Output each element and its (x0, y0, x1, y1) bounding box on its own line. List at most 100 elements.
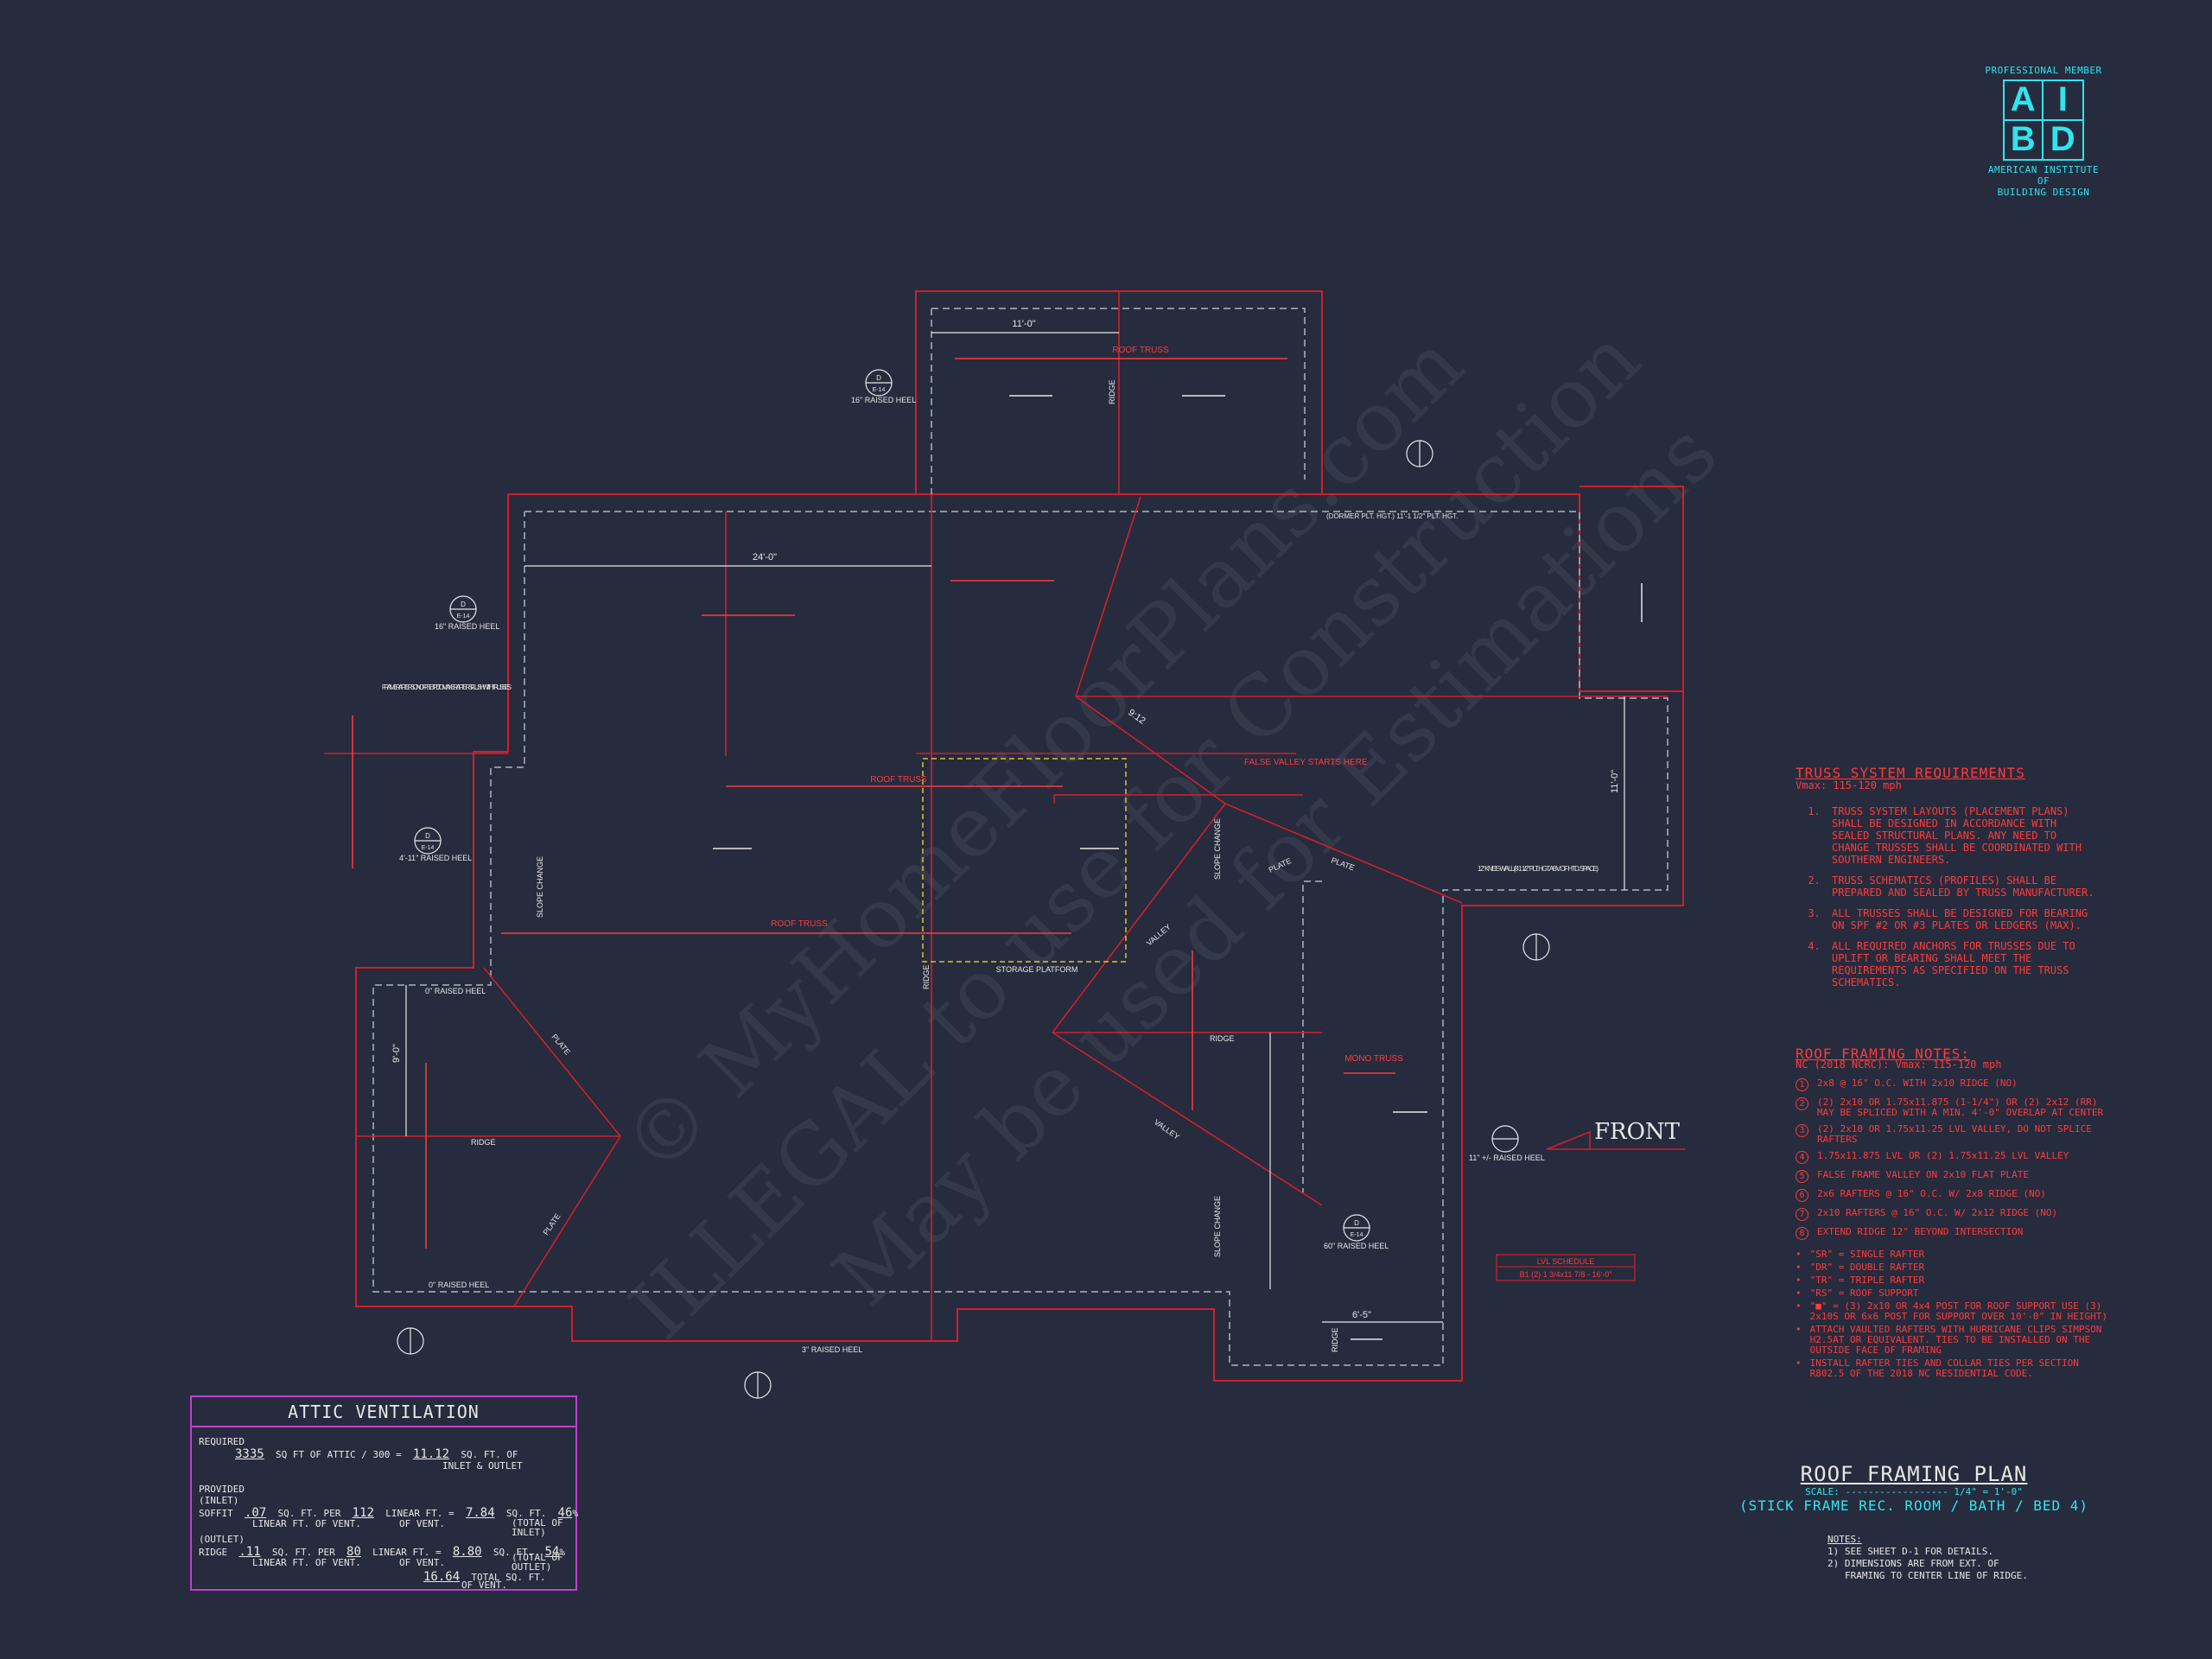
dimension-lines (405, 332, 1625, 1323)
frame-rafters-note: FRAME RAFTERS ON OFFSET PL. TO MAKE RAFT… (382, 683, 512, 691)
mono-truss-label: MONO TRUSS (1344, 1054, 1403, 1064)
drawing-title: ROOF FRAMING PLAN (1800, 1462, 2028, 1486)
slope-change-label-2: SLOPE CHANGE (1213, 818, 1222, 880)
front-label: FRONT (1594, 1119, 1681, 1145)
attic-outlet-label: (OUTLET) (199, 1534, 245, 1545)
framing-lines (372, 308, 1669, 1366)
dormer-plate-note: (DORMER PLT. HGT.) 11'-1 1/2" PLT. HGT. (1326, 512, 1458, 520)
raised-heel-label-1: 16" RAISED HEEL (851, 396, 916, 404)
roof-note-bullet: •"RS" = ROOF SUPPORT (1796, 1287, 1919, 1299)
detail-callouts (397, 369, 1550, 1399)
detail-ref-1: D (876, 374, 881, 382)
detail-ref-4: D (1354, 1219, 1359, 1227)
detail-ref-3b: E-14 (422, 845, 435, 851)
roof-note-item: 2(2) 2x10 OR 1.75x11.875 (1-1/4") OR (2)… (1796, 1097, 2115, 1118)
logo-bottom-3: BUILDING DESIGN (1997, 187, 2090, 198)
detail-ref-2b: E-14 (457, 613, 470, 620)
attic-ridge-row: RIDGE .11 SQ. FT. PER 80 LINEAR FT. = 8.… (199, 1545, 565, 1559)
roof-note-item: 3(2) 2x10 OR 1.75x11.25 LVL VALLEY, DO N… (1796, 1124, 2115, 1145)
title-note-2: 2) DIMENSIONS ARE FROM EXT. OF (1827, 1558, 1999, 1569)
roof-note-bullet: •"■" = (3) 2x10 OR 4x4 POST FOR ROOF SUP… (1796, 1300, 2107, 1322)
storage-platform (922, 758, 1127, 963)
attic-total-row: 16.64 TOTAL SQ. FT. (423, 1570, 546, 1584)
raised-heel-label-6: 60" RAISED HEEL (1324, 1242, 1389, 1250)
attic-required-suffix: INLET & OUTLET (442, 1460, 523, 1471)
logo-bottom-1: AMERICAN INSTITUTE (1987, 164, 2100, 175)
truss-arrows (352, 358, 1395, 1249)
attic-title: ATTIC VENTILATION (192, 1397, 575, 1427)
raised-heel-label-4: 0" RAISED HEEL (425, 987, 486, 995)
truss-req-item: TRUSS SYSTEM LAYOUTS (PLACEMENT PLANS) S… (1827, 805, 2098, 866)
attic-required-label: REQUIRED (199, 1436, 245, 1447)
roof-truss-label-1: ROOF TRUSS (1112, 346, 1169, 355)
logo-letter-b: B (2005, 121, 2044, 159)
raised-heel-label-8: 3" RAISED HEEL (802, 1345, 862, 1354)
title-note-1: 1) SEE SHEET D-1 FOR DETAILS. (1827, 1546, 1994, 1557)
lvl-schedule-row: B1 (2) 1 3/4x11 7/8 - 16'-0" (1520, 1270, 1612, 1279)
dim-right-vertical-label: 11'-0" (1610, 770, 1620, 793)
truss-req-item: ALL REQUIRED ANCHORS FOR TRUSSES DUE TO … (1827, 940, 2098, 988)
slope-change-label-3: SLOPE CHANGE (1213, 1196, 1222, 1257)
attic-total-sub: OF VENT. (461, 1580, 507, 1591)
roof-notes-subtitle: NC (2018 NCRC): Vmax: 115-120 mph (1796, 1058, 2002, 1071)
ridge-label-bottom: RIDGE (1331, 1327, 1339, 1352)
detail-ref-4b: E-14 (1351, 1232, 1363, 1238)
ridge-label-top: RIDGE (1108, 379, 1116, 404)
slope-change-label-1: SLOPE CHANGE (536, 856, 544, 918)
roof-note-bullet: •"TR" = TRIPLE RAFTER (1796, 1274, 1925, 1286)
plate-label-4: PLATE (541, 1212, 562, 1237)
lvl-schedule: LVL SCHEDULE B1 (2) 1 3/4x11 7/8 - 16'-0… (1496, 1254, 1636, 1281)
attic-soffit-sub3: (TOTAL OF INLET) (512, 1517, 563, 1538)
attic-inlet-label: (INLET) (199, 1495, 239, 1506)
structural-members (324, 291, 1668, 1341)
detail-ref-1b: E-14 (873, 387, 886, 393)
attic-ridge-sub3: (TOTAL OF OUTLET) (512, 1552, 563, 1573)
valley-label-2: VALLEY (1153, 1117, 1181, 1141)
logo-bottom-2: OF (2037, 175, 2050, 187)
roof-notes-title: ROOF FRAMING NOTES: (1796, 1046, 1971, 1062)
lvl-schedule-title: LVL SCHEDULE (1537, 1257, 1595, 1266)
roof-note-bullet: •"DR" = DOUBLE RAFTER (1796, 1262, 1925, 1273)
truss-req-item: TRUSS SCHEMATICS (PROFILES) SHALL BE PRE… (1827, 874, 2098, 899)
drawing-scale: SCALE: ------------------ 1/4" = 1'-0" (1805, 1486, 2023, 1497)
front-indicator: FRONT (1546, 1119, 1685, 1150)
attic-ventilation-table: ATTIC VENTILATION REQUIRED 3335 SQ FT OF… (190, 1395, 578, 1591)
ridge-label-right: RIDGE (1210, 1034, 1235, 1043)
truss-requirements: TRUSS SYSTEM REQUIREMENTS Vmax: 115-120 … (1796, 765, 2098, 997)
attic-soffit-sub1: LINEAR FT. OF VENT. (252, 1518, 361, 1529)
raised-heel-label-2: 16" RAISED HEEL (435, 622, 499, 631)
dim-left-label: 24'-0" (753, 552, 777, 563)
logo-letter-d: D (2050, 120, 2076, 158)
roof-note-bullet: •ATTACH VAULTED RAFTERS WITH HURRICANE C… (1796, 1324, 2102, 1356)
roof-note-bullet: •INSTALL RAFTER TIES AND COLLAR TIES PER… (1796, 1357, 2079, 1379)
ridge-label-left: RIDGE (471, 1138, 496, 1147)
attic-provided-label: PROVIDED (199, 1484, 245, 1495)
raised-heel-label-3: 4'-11" RAISED HEEL (399, 854, 472, 862)
attic-ridge-sub1: LINEAR FT. OF VENT. (252, 1557, 361, 1568)
roof-truss-label-2: ROOF TRUSS (870, 775, 927, 785)
truss-req-item: ALL TRUSSES SHALL BE DESIGNED FOR BEARIN… (1827, 907, 2098, 931)
detail-ref-3: D (425, 832, 430, 840)
roof-truss-label-3: ROOF TRUSS (771, 919, 828, 929)
ridge-label-center: RIDGE (922, 964, 931, 989)
roof-framing-notes: ROOF FRAMING NOTES: NC (2018 NCRC): Vmax… (1796, 1046, 2115, 1382)
drawing-subtitle: (STICK FRAME REC. ROOM / BATH / BED 4) (1738, 1497, 2089, 1514)
knee-wall-note: 12" KNEE-WALL (8'-1 1/2" PLT. HGT. ABV. … (1478, 865, 1599, 873)
watermark-line2: ILLEGAL to use for Construction (611, 310, 1658, 1357)
aibd-logo: PROFESSIONAL MEMBER A I B D AMERICAN INS… (1979, 65, 2108, 198)
logo-mark: A I B D (2003, 79, 2084, 161)
storage-platform-label: STORAGE PLATFORM (996, 965, 1078, 974)
roof-note-bullet: •"SR" = SINGLE RAFTER (1796, 1249, 1925, 1260)
title-note-3: FRAMING TO CENTER LINE OF RIDGE. (1845, 1570, 2028, 1581)
title-block: ROOF FRAMING PLAN SCALE: ---------------… (1719, 1462, 2108, 1514)
title-notes: NOTES: 1) SEE SHEET D-1 FOR DETAILS. 2) … (1827, 1534, 2028, 1582)
dim-top-label: 11'-0" (1012, 319, 1035, 329)
attic-required-row: 3335 SQ FT OF ATTIC / 300 = 11.12 SQ. FT… (235, 1447, 518, 1461)
truss-requirements-title: TRUSS SYSTEM REQUIREMENTS (1796, 765, 2025, 781)
